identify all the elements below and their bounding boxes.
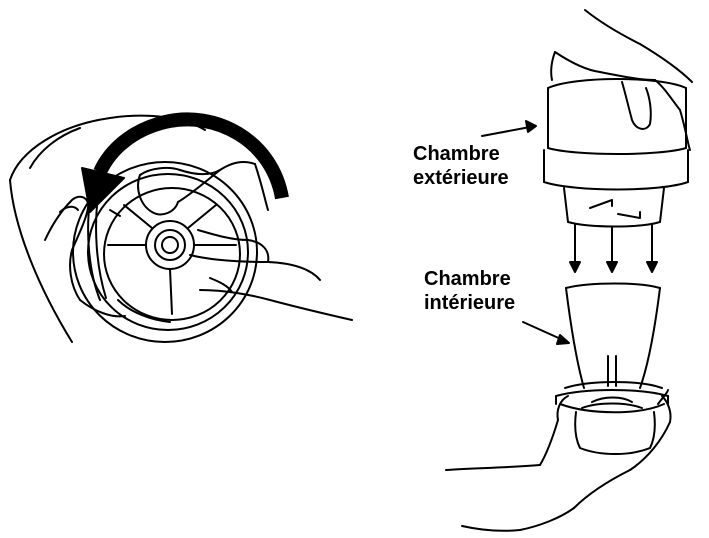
inner-chamber-label: Chambre intérieure (424, 267, 515, 315)
outer-chamber (544, 79, 688, 227)
outer-chamber-label-line1: Chambre (413, 142, 509, 166)
outer-chamber-label: Chambre extérieure (413, 142, 509, 190)
outer-chamber-label-line2: extérieure (413, 166, 509, 190)
inner-chamber-label-line2: intérieure (424, 291, 515, 315)
down-arrow-icon (570, 224, 657, 272)
inner-chamber-label-line1: Chambre (424, 267, 515, 291)
base-ring (556, 382, 668, 454)
rotation-arrow-icon (82, 119, 282, 212)
inner-chamber (566, 284, 660, 389)
left-twist-illustration (10, 116, 352, 342)
